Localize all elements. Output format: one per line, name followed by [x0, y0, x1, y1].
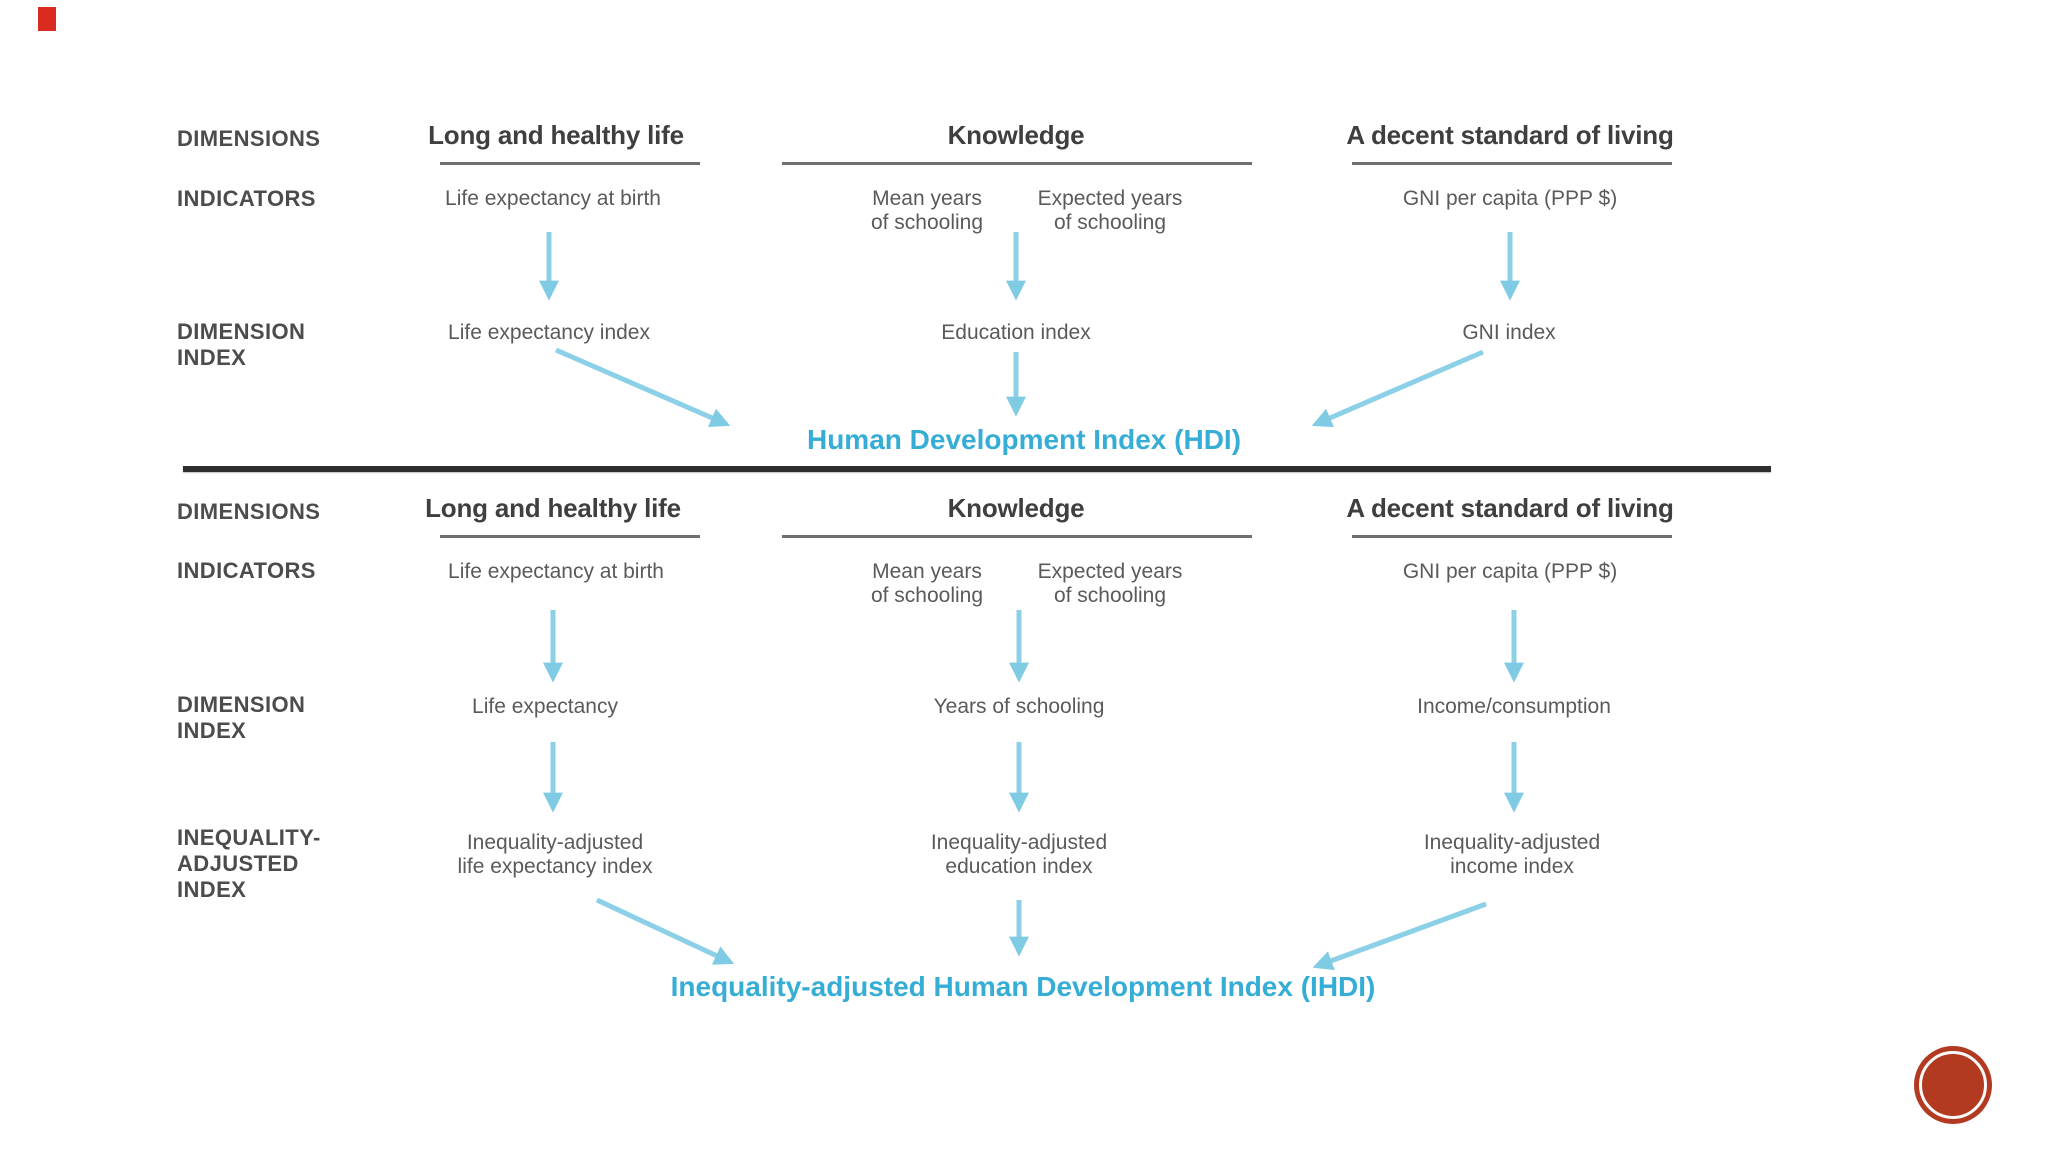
s2-indicator-gni: GNI per capita (PPP $)	[1402, 560, 1618, 583]
arrow-s1-gni-to-hdi	[1311, 349, 1484, 428]
s2-ineq-life-expectancy: Inequality-adjusted life expectancy inde…	[457, 831, 653, 878]
red-circle-badge-ring	[1919, 1051, 1987, 1119]
arrow-s2-gni-to-ihdi	[1312, 901, 1487, 971]
s2-index-income-consumption: Income/consumption	[1417, 695, 1611, 718]
s2-index-years-schooling: Years of schooling	[933, 695, 1105, 718]
s1-header-living: A decent standard of living	[1346, 120, 1674, 150]
s2-row-label-dimension-index: DIMENSION INDEX	[177, 692, 306, 743]
hdi-title: Human Development Index (HDI)	[806, 424, 1242, 455]
s2-indicator-expected-years: Expected years of schooling	[1037, 560, 1183, 607]
s2-indicator-life-expectancy: Life expectancy at birth	[448, 560, 664, 583]
s2-row-label-dimensions: DIMENSIONS	[177, 499, 321, 524]
s2-underline-health	[440, 535, 700, 538]
s1-indicator-gni: GNI per capita (PPP $)	[1402, 187, 1618, 210]
s1-underline-living	[1352, 162, 1672, 165]
section-divider	[183, 466, 1771, 472]
ihdi-title: Inequality-adjusted Human Development In…	[670, 971, 1376, 1002]
arrow-s2-health-to-ihdi	[595, 897, 735, 965]
s1-indicator-life-expectancy: Life expectancy at birth	[445, 187, 661, 210]
s1-header-health: Long and healthy life	[428, 120, 684, 150]
red-circle-badge	[1914, 1046, 1992, 1124]
s1-index-gni: GNI index	[1462, 321, 1556, 344]
s1-indicator-mean-years: Mean years of schooling	[870, 187, 984, 234]
s1-row-label-indicators: INDICATORS	[177, 186, 316, 211]
s2-row-label-indicators: INDICATORS	[177, 558, 316, 583]
s1-row-label-dimensions: DIMENSIONS	[177, 126, 321, 151]
s2-header-health: Long and healthy life	[425, 493, 681, 523]
s1-index-life-expectancy: Life expectancy index	[448, 321, 650, 344]
s1-header-knowledge: Knowledge	[947, 120, 1085, 150]
s2-header-living: A decent standard of living	[1346, 493, 1674, 523]
s1-indicator-expected-years: Expected years of schooling	[1037, 187, 1183, 234]
s2-index-life-expectancy: Life expectancy	[472, 695, 618, 718]
s1-underline-knowledge	[782, 162, 1252, 165]
s2-indicator-mean-years: Mean years of schooling	[870, 560, 984, 607]
red-corner-mark	[38, 7, 56, 31]
arrow-s1-health-to-hdi	[555, 347, 731, 428]
s2-ineq-education: Inequality-adjusted education index	[930, 831, 1108, 878]
s1-underline-health	[440, 162, 700, 165]
s2-underline-living	[1352, 535, 1672, 538]
s1-row-label-dimension-index: DIMENSION INDEX	[177, 319, 306, 370]
s2-row-label-inequality-index: INEQUALITY- ADJUSTED INDEX	[177, 825, 321, 902]
s2-header-knowledge: Knowledge	[947, 493, 1085, 523]
s2-ineq-income: Inequality-adjusted income index	[1423, 831, 1601, 878]
s1-index-education: Education index	[941, 321, 1091, 344]
s2-underline-knowledge	[782, 535, 1252, 538]
